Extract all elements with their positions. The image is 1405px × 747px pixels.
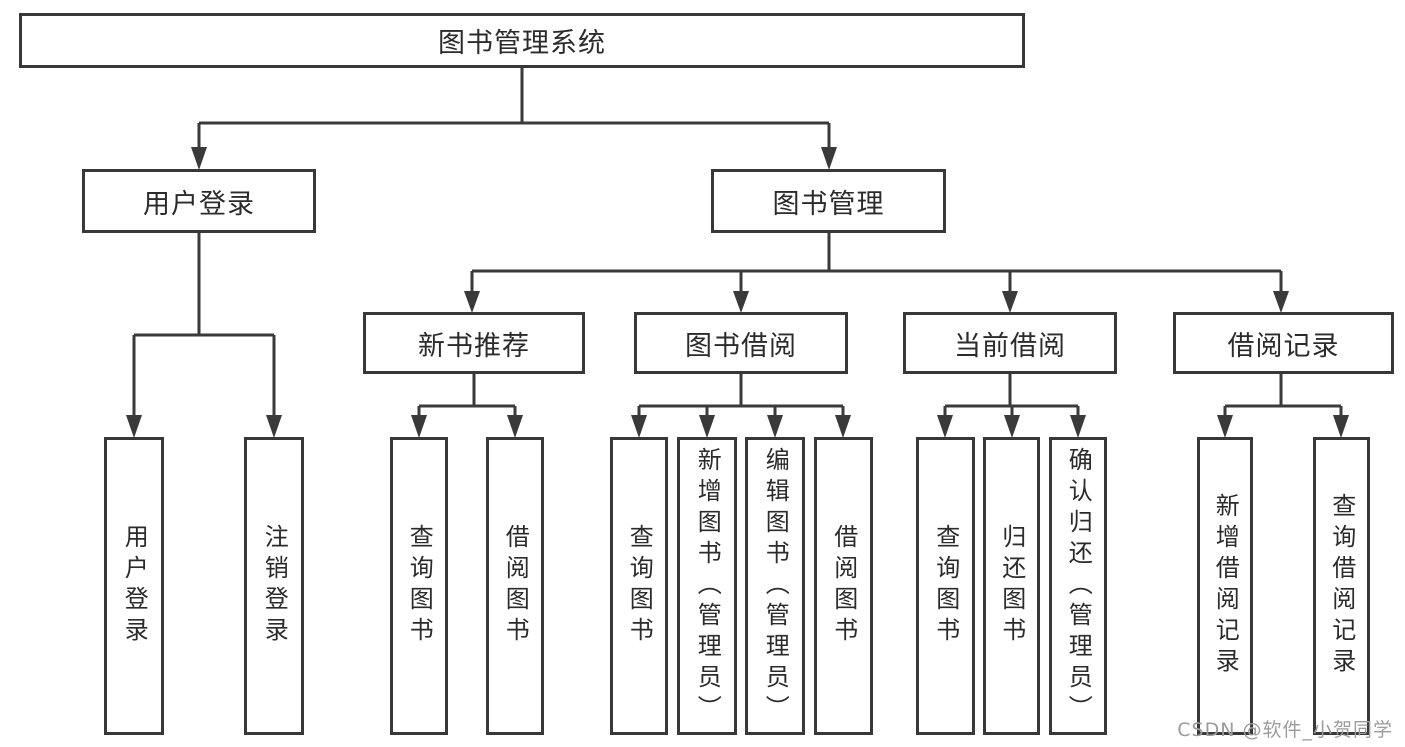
node-label: 借阅记录 bbox=[1227, 330, 1340, 362]
node-label: 归还图书 bbox=[997, 524, 1026, 648]
node-label: 借阅图书 bbox=[829, 524, 858, 648]
node-label: 新书推荐 bbox=[418, 330, 530, 362]
node-label: 图书管理系统 bbox=[438, 28, 606, 59]
node-label: 确认归还（管理员） bbox=[1064, 446, 1093, 726]
node-label: 当前借阅 bbox=[954, 330, 1066, 362]
node-book-management: 图书管理 bbox=[711, 169, 946, 233]
leaf-borrow-books-recommend: 借阅图书 bbox=[486, 437, 544, 735]
leaf-add-borrow-record: 新增借阅记录 bbox=[1197, 437, 1253, 735]
node-label: 注销登录 bbox=[260, 524, 289, 648]
node-label: 用户登录 bbox=[143, 188, 255, 220]
node-library-management-system: 图书管理系统 bbox=[19, 13, 1025, 68]
csdn-watermark: CSDN @软件_小贺同学 bbox=[1177, 719, 1393, 741]
node-label: 查询图书 bbox=[405, 524, 434, 648]
leaf-query-borrow-record: 查询借阅记录 bbox=[1313, 437, 1370, 735]
node-label: 新增图书（管理员） bbox=[693, 446, 722, 726]
leaf-query-books-recommend: 查询图书 bbox=[390, 437, 448, 735]
node-label: 查询图书 bbox=[931, 524, 960, 648]
node-label: 用户登录 bbox=[120, 524, 149, 648]
node-label: 借阅图书 bbox=[501, 524, 530, 648]
node-current-borrowing: 当前借阅 bbox=[903, 312, 1117, 374]
leaf-query-books-borrowing: 查询图书 bbox=[610, 437, 668, 735]
node-label: 图书管理 bbox=[772, 188, 885, 220]
node-user-login-module: 用户登录 bbox=[82, 169, 316, 233]
leaf-return-books: 归还图书 bbox=[983, 437, 1040, 735]
node-label: 编辑图书（管理员） bbox=[761, 446, 790, 726]
node-label: 新增借阅记录 bbox=[1211, 493, 1240, 679]
node-label: 查询图书 bbox=[625, 524, 654, 648]
leaf-borrow-books: 借阅图书 bbox=[814, 437, 873, 735]
leaf-user-login: 用户登录 bbox=[104, 437, 164, 735]
node-label: 图书借阅 bbox=[685, 330, 797, 362]
node-new-book-recommend: 新书推荐 bbox=[363, 312, 585, 374]
node-book-borrowing: 图书借阅 bbox=[634, 312, 848, 374]
leaf-logout: 注销登录 bbox=[244, 437, 304, 735]
node-label: 查询借阅记录 bbox=[1327, 493, 1356, 679]
leaf-query-books-current: 查询图书 bbox=[916, 437, 975, 735]
leaf-edit-books-admin: 编辑图书（管理员） bbox=[745, 437, 805, 735]
leaf-confirm-return-admin: 确认归还（管理员） bbox=[1049, 437, 1107, 735]
node-borrow-records: 借阅记录 bbox=[1173, 312, 1394, 374]
leaf-add-books-admin: 新增图书（管理员） bbox=[677, 437, 737, 735]
